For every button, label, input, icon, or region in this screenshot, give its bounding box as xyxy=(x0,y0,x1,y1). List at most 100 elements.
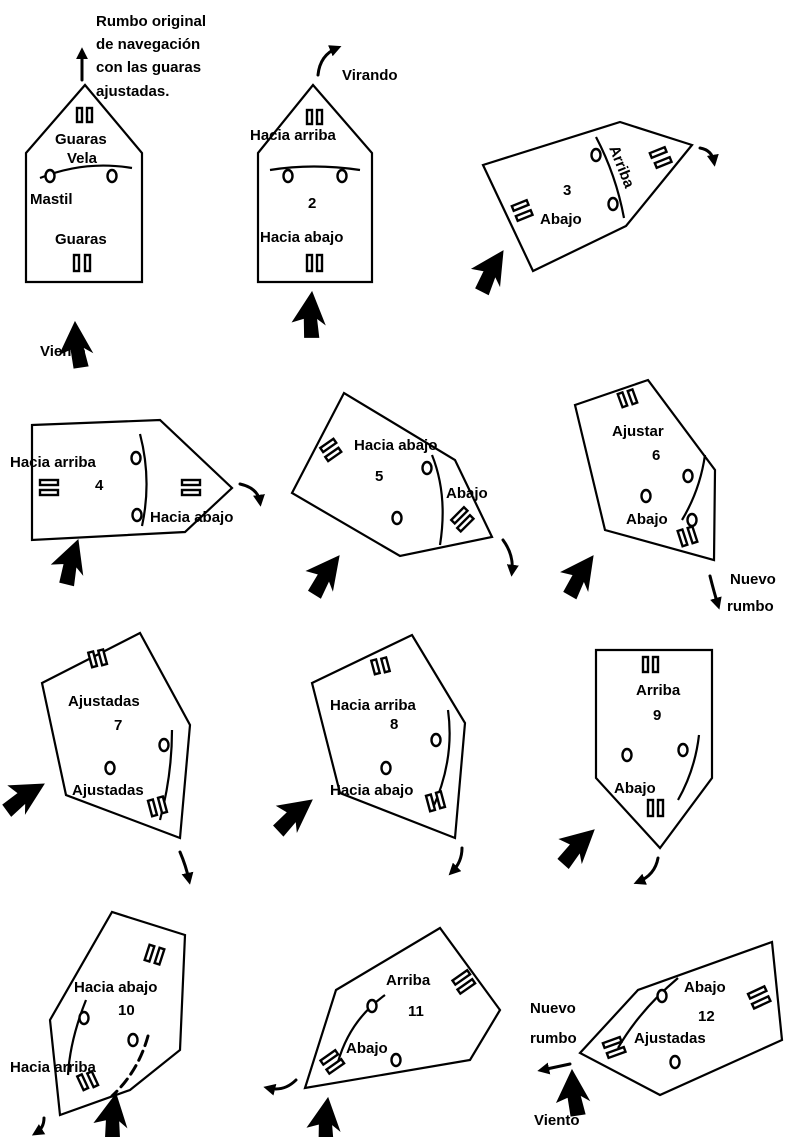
step-8-label-top: Hacia arriba xyxy=(330,697,417,714)
mast-mark xyxy=(106,168,118,184)
mast-mark xyxy=(590,147,602,163)
step-5-label-top: Hacia abajo xyxy=(354,437,437,454)
sheet-mark xyxy=(510,198,531,213)
step-9-number: 9 xyxy=(653,707,661,724)
sheet-mark xyxy=(676,527,689,548)
sheet-mark xyxy=(323,446,343,463)
step-12-label-top: Abajo xyxy=(684,979,726,996)
step-12-note-line-1: Nuevo xyxy=(530,1000,576,1017)
wind-arrow xyxy=(0,770,53,822)
boat-hull xyxy=(594,648,714,850)
sheet-mark xyxy=(651,655,660,674)
step-12-wind-label: Viento xyxy=(534,1112,580,1129)
step-4-label-top: Hacia arriba xyxy=(10,454,97,471)
mast-mark xyxy=(282,168,294,184)
sheet-mark xyxy=(653,155,674,170)
sheet-mark xyxy=(455,513,476,534)
wind-arrow xyxy=(46,533,95,590)
wind-arrow xyxy=(304,1094,346,1137)
mast-mark xyxy=(366,998,378,1014)
sail-line xyxy=(431,709,451,811)
step-2-number: 2 xyxy=(308,195,316,212)
step-1-note-line-1: Rumbo original xyxy=(96,13,206,30)
step-2-label-top: Hacia arriba xyxy=(250,127,337,144)
step-12-number: 12 xyxy=(698,1008,715,1025)
step-3-label-bottom: Abajo xyxy=(540,211,582,228)
step-9-label-top: Arriba xyxy=(636,682,681,699)
step-9: Arriba 9 Abajo xyxy=(548,648,714,885)
mast-mark xyxy=(669,1054,681,1070)
wind-arrow xyxy=(265,787,323,841)
step-10: Hacia abajo 10 Hacia arriba xyxy=(10,910,187,1137)
sheet-mark xyxy=(72,253,81,273)
sheet-mark xyxy=(143,943,156,964)
step-7-number: 7 xyxy=(114,717,122,734)
course-arrow xyxy=(537,1062,572,1075)
mast-mark xyxy=(336,168,348,184)
turn-arrow xyxy=(501,538,519,577)
mast-mark xyxy=(421,460,433,476)
wind-arrow xyxy=(463,241,518,299)
step-6-note-line-1: Nuevo xyxy=(730,571,776,588)
mast-mark xyxy=(682,468,694,484)
sheet-mark xyxy=(85,106,94,124)
wind-arrow xyxy=(552,546,607,604)
sheet-mark xyxy=(605,1045,628,1060)
mast-mark xyxy=(656,988,668,1004)
boat-hull xyxy=(303,926,502,1090)
mast-mark xyxy=(391,510,403,526)
turn-arrow xyxy=(263,1078,298,1096)
sheet-mark xyxy=(75,1072,90,1092)
step-8: Hacia arriba 8 Hacia abajo xyxy=(265,633,467,876)
sail-line xyxy=(138,433,148,527)
turn-arrow xyxy=(316,45,342,77)
sail-line xyxy=(269,165,361,172)
sheet-mark xyxy=(315,253,324,273)
sheet-mark xyxy=(646,798,655,818)
sheet-mark xyxy=(146,798,159,818)
sheet-mark xyxy=(318,437,338,454)
mast-mark xyxy=(104,760,116,776)
mast-mark xyxy=(430,732,442,748)
step-12-note-line-2: rumbo xyxy=(530,1030,577,1047)
turn-arrow xyxy=(698,146,719,167)
step-1-note-line-3: con las guaras xyxy=(96,59,201,76)
sail-line xyxy=(677,734,701,801)
mast-mark xyxy=(640,488,652,504)
sheet-mark xyxy=(648,145,669,160)
sheet-mark xyxy=(180,488,202,497)
step-1-label-guaras-bottom: Guaras xyxy=(55,231,107,248)
sheet-mark xyxy=(455,977,477,996)
boat-hull xyxy=(578,940,784,1097)
step-1-note-line-2: de navegación xyxy=(96,36,200,53)
sheet-mark xyxy=(514,208,535,223)
sheet-mark xyxy=(38,488,60,497)
step-12-label-bottom: Ajustadas xyxy=(634,1030,706,1047)
sail-line xyxy=(595,136,626,219)
step-1-label-mastil: Mastil xyxy=(30,191,73,208)
sheet-mark xyxy=(86,649,99,669)
mast-mark xyxy=(390,1052,402,1068)
step-6: Ajustar 6 Abajo Nuevo rumbo xyxy=(552,378,776,615)
step-4-label-bottom: Hacia abajo xyxy=(150,509,233,526)
boat-hull xyxy=(48,910,187,1117)
sheet-mark xyxy=(379,655,392,674)
sheet-mark xyxy=(153,946,166,967)
step-9-label-bottom: Abajo xyxy=(614,780,656,797)
mast-mark xyxy=(131,507,143,523)
step-1: Rumbo original de navegación con las gua… xyxy=(24,13,206,369)
sheet-mark xyxy=(424,793,437,813)
step-12: Abajo 12 Ajustadas Nuevo rumbo Viento xyxy=(530,940,784,1129)
sheet-mark xyxy=(686,524,699,545)
step-6-label-bottom: Abajo xyxy=(626,511,668,528)
step-3: Arriba 3 Abajo xyxy=(463,120,719,299)
sheet-mark xyxy=(318,1048,340,1067)
mast-mark xyxy=(607,196,619,212)
step-3-number: 3 xyxy=(563,182,571,199)
boat-hull xyxy=(256,83,374,284)
wind-arrow xyxy=(548,818,606,874)
sheet-mark xyxy=(449,505,470,526)
step-10-label-bottom: Hacia arriba xyxy=(10,1059,97,1076)
sheet-mark xyxy=(305,108,314,126)
wind-arrow xyxy=(297,545,353,603)
